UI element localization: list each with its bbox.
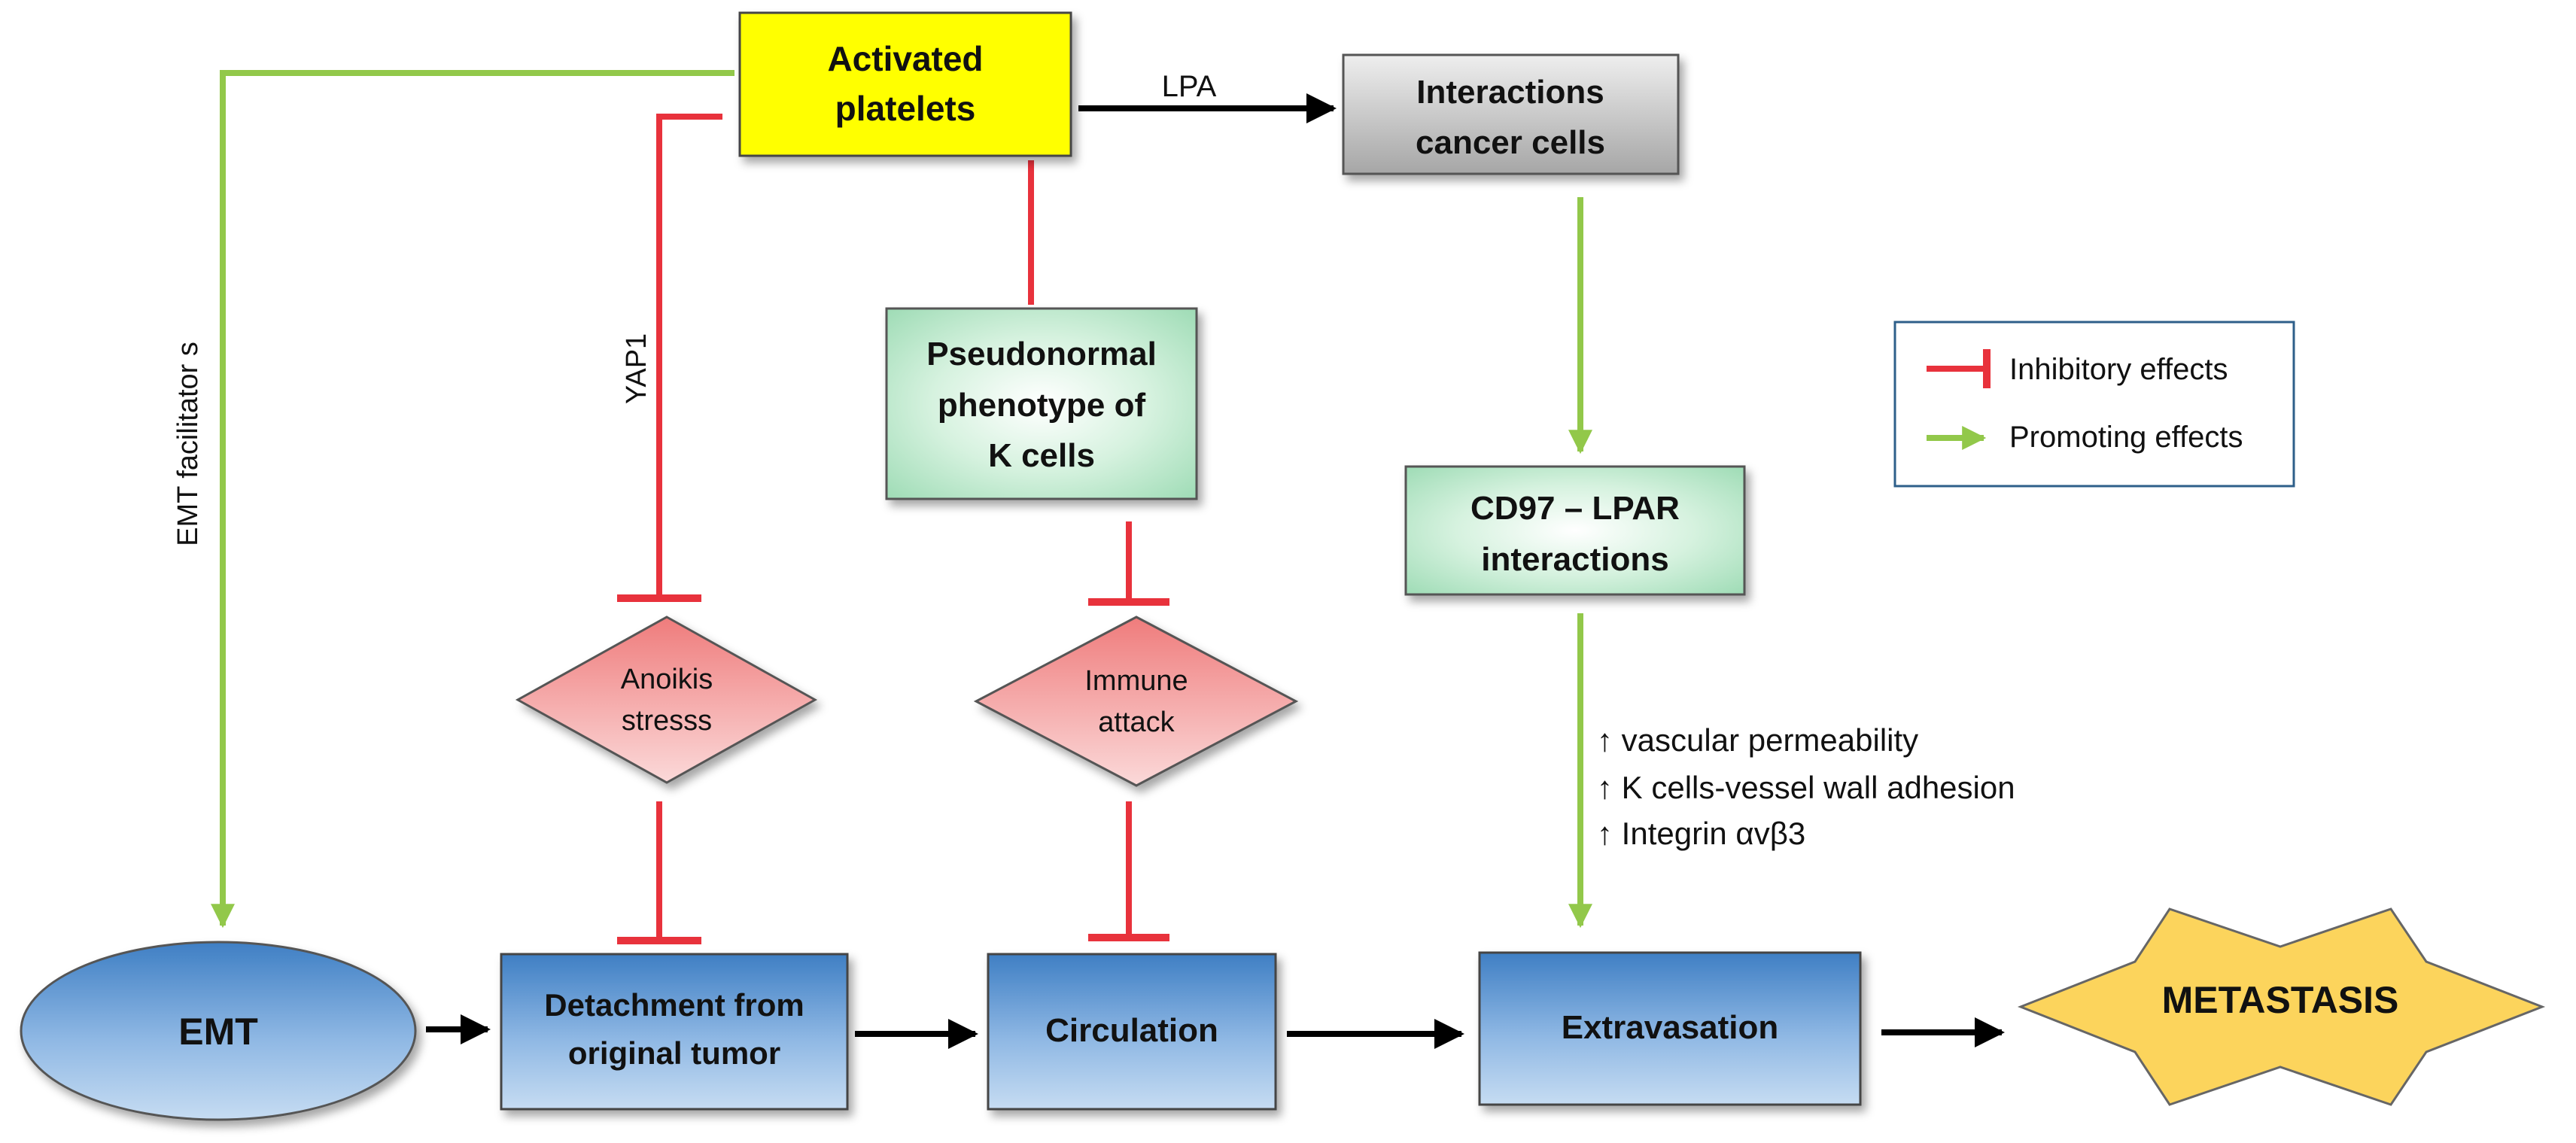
metastasis-label: METASTASIS <box>2162 979 2399 1021</box>
legend-promoting: Promoting effects <box>1927 421 2243 454</box>
interactions-line-2: cancer cells <box>1416 124 1605 161</box>
detachment-line-1: Detachment from <box>544 987 804 1023</box>
platelets-line-1: Activated <box>827 39 983 78</box>
label-yap1: YAP1 <box>621 333 652 404</box>
label-lpa: LPA <box>1162 70 1217 103</box>
effect-vascular-permeability: ↑ vascular permeability <box>1597 722 1918 758</box>
effect-integrin: ↑ Integrin αvβ3 <box>1597 816 1805 851</box>
pseudonormal-line-2: phenotype of <box>938 387 1146 424</box>
node-anoikis-stress: Anoikis stresss <box>515 616 818 784</box>
cd97-line-2: interactions <box>1481 541 1668 578</box>
extravasation-label: Extravasation <box>1562 1009 1779 1046</box>
immune-line-2: attack <box>1098 707 1175 738</box>
emt-label: EMT <box>178 1011 258 1053</box>
cd97-line-1: CD97 – LPAR <box>1470 490 1680 527</box>
node-activated-platelets: Activated platelets <box>738 11 1072 157</box>
node-extravasation: Extravasation <box>1478 951 1862 1106</box>
anoikis-line-2: stresss <box>622 705 712 737</box>
legend-inhibitory-label: Inhibitory effects <box>2009 353 2228 386</box>
immune-line-1: Immune <box>1084 665 1188 697</box>
node-circulation: Circulation <box>987 953 1277 1111</box>
label-emt-facilitators: EMT facilitator s <box>172 342 204 546</box>
node-interactions-cancer-cells: Interactions cancer cells <box>1342 53 1680 175</box>
node-emt: EMT <box>20 941 417 1121</box>
extravasation-effects: ↑ vascular permeability ↑ K cells-vessel… <box>1597 722 2015 851</box>
legend-promoting-label: Promoting effects <box>2009 421 2243 454</box>
platelets-line-2: platelets <box>835 89 976 128</box>
edge-platelets-to-emt <box>211 70 734 929</box>
pseudonormal-line-1: Pseudonormal <box>926 336 1157 372</box>
circulation-label: Circulation <box>1045 1012 1218 1049</box>
pseudonormal-line-3: K cells <box>988 437 1095 474</box>
node-pseudonormal-phenotype: Pseudonormal phenotype of K cells <box>885 307 1198 500</box>
anoikis-line-1: Anoikis <box>621 664 713 695</box>
legend-inhibitory: Inhibitory effects <box>1927 349 2228 388</box>
node-detachment: Detachment from original tumor <box>500 953 849 1111</box>
edge-platelets-yap1-to-anoikis <box>656 114 722 598</box>
node-immune-attack: Immune attack <box>973 616 1299 787</box>
interactions-line-1: Interactions <box>1416 74 1604 111</box>
connectors <box>211 70 2005 1049</box>
detachment-line-2: original tumor <box>568 1035 780 1071</box>
effect-vessel-wall-adhesion: ↑ K cells-vessel wall adhesion <box>1597 770 2015 805</box>
node-metastasis: METASTASIS <box>2017 907 2546 1106</box>
node-cd97-lpar-interactions: CD97 – LPAR interactions <box>1404 465 1746 596</box>
legend: Inhibitory effects Promoting effects <box>1893 321 2295 488</box>
